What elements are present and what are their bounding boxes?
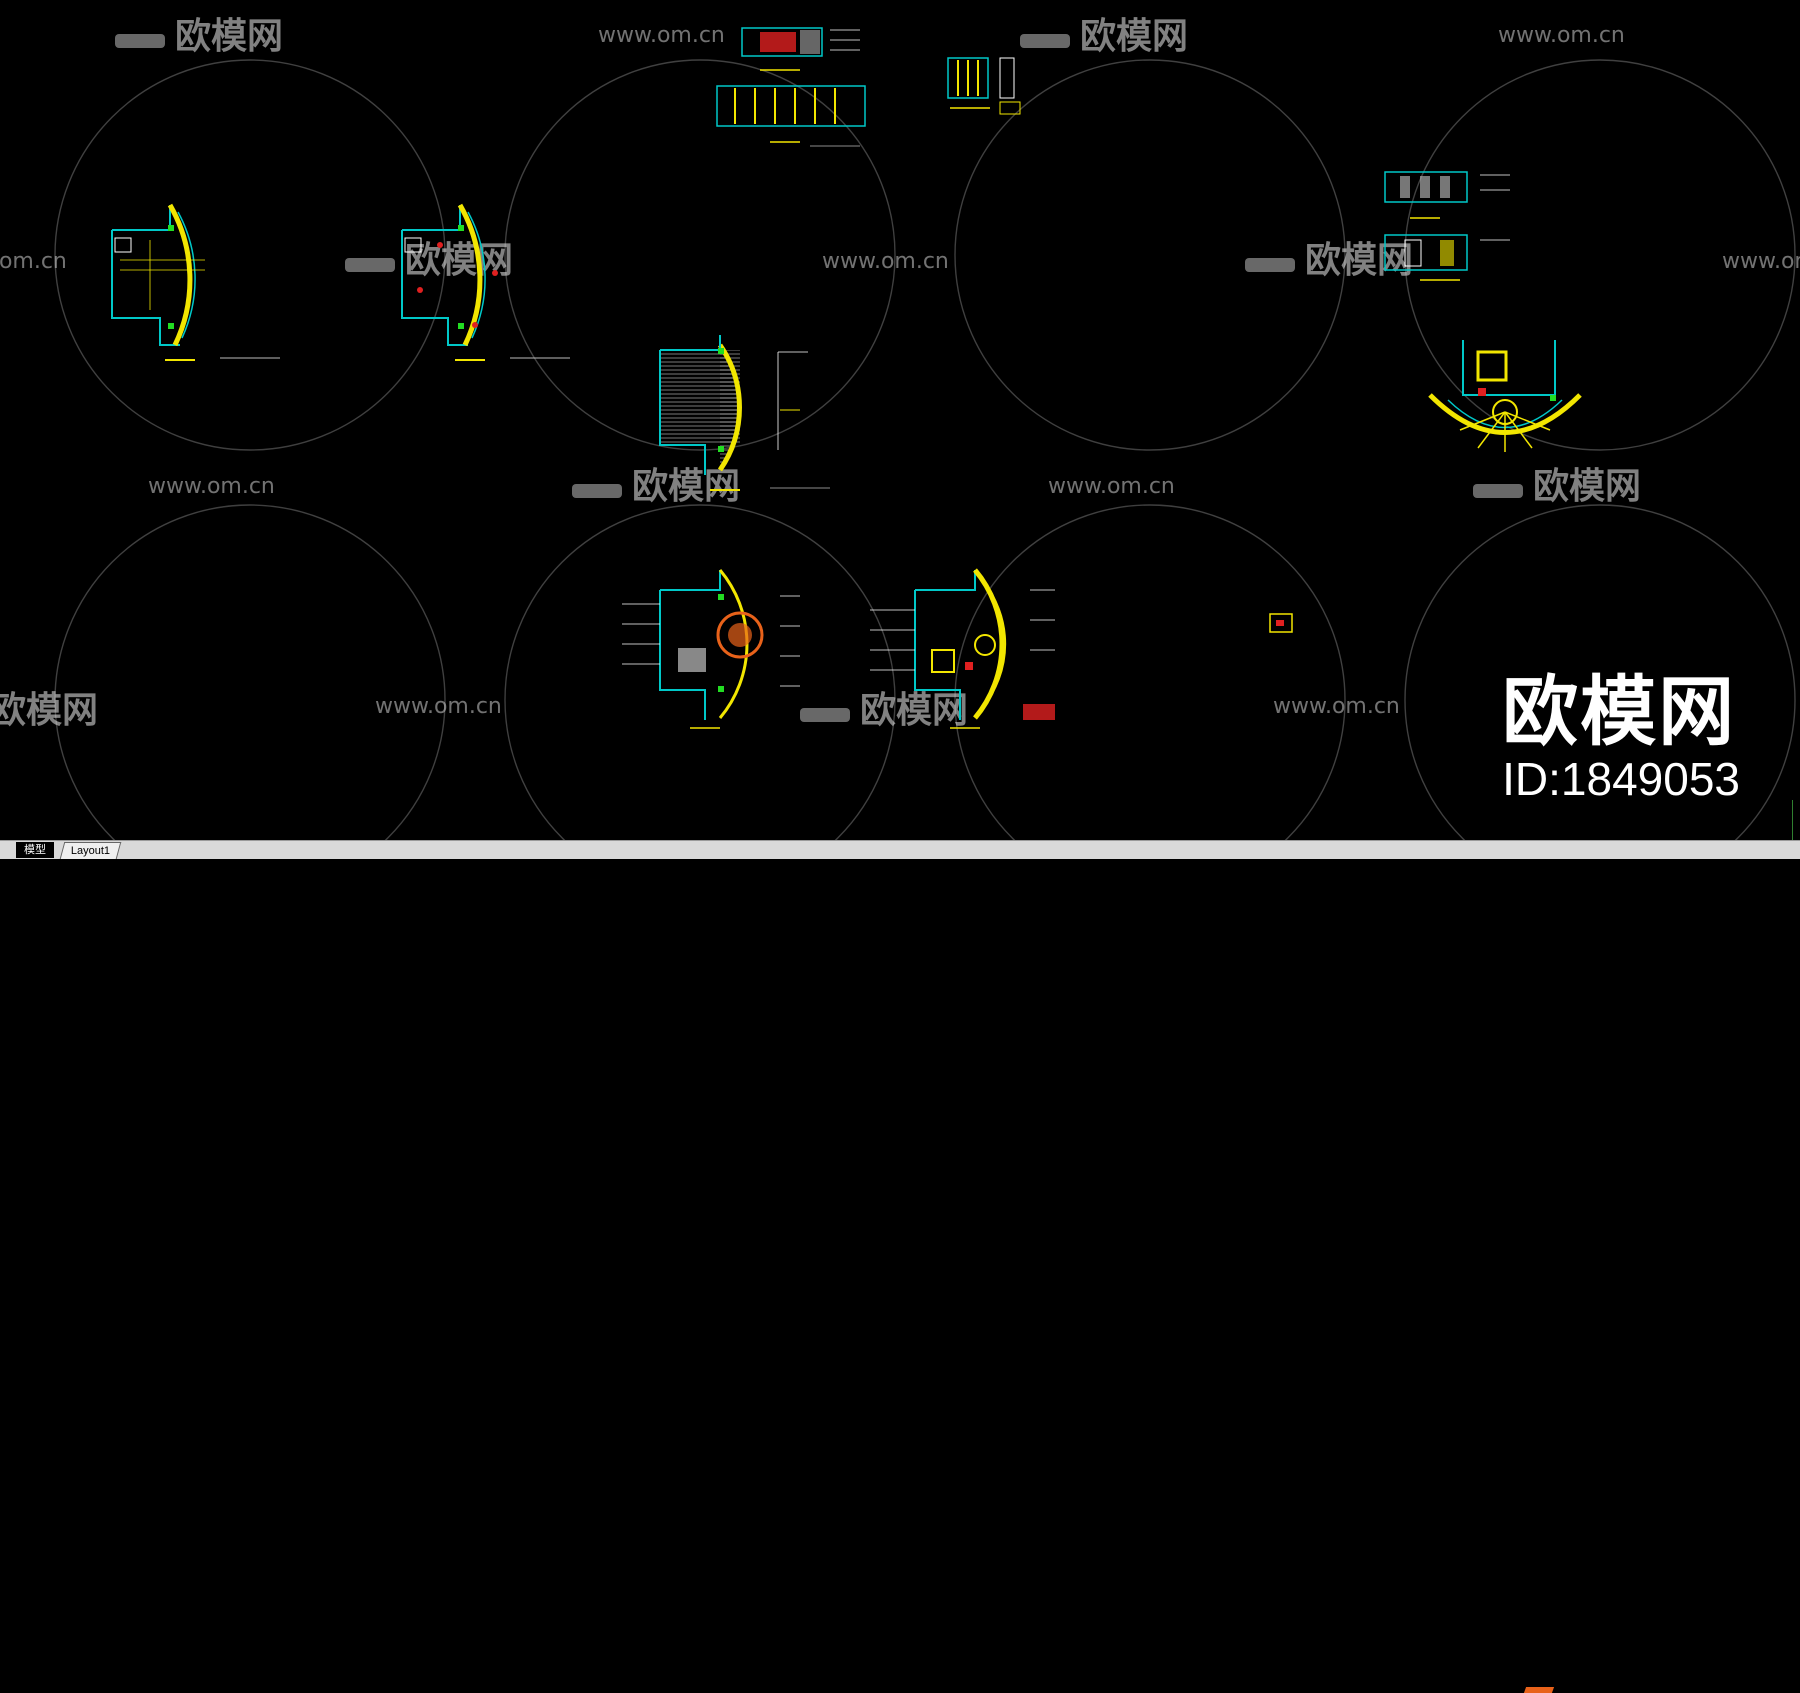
watermark-circles	[54, 59, 1796, 840]
svg-text:www.om.cn: www.om.cn	[1498, 23, 1625, 48]
tab-layout1[interactable]: Layout1	[59, 842, 122, 859]
cad-drawing[interactable]: 欧模网 欧模网 欧模网 欧模网 欧模网 欧模网 欧模网 欧模网 www.om.c…	[0, 0, 1800, 840]
ceiling-plan-bottom[interactable]	[870, 568, 1055, 729]
brand-name: 欧模网	[1502, 667, 1737, 756]
status-indicator	[1523, 1687, 1555, 1693]
svg-text:欧模网: 欧模网	[1305, 240, 1413, 281]
tab-model[interactable]: 模型	[16, 842, 54, 858]
svg-text:www.om.cn: www.om.cn	[375, 694, 502, 719]
ceiling-plan-right[interactable]	[1428, 340, 1582, 452]
elevation-top-1[interactable]	[716, 27, 866, 147]
svg-text:www.om.cn: www.om.cn	[1273, 694, 1400, 719]
model-id-label: ID:1849053	[1502, 753, 1740, 805]
watermark-logos: 欧模网 欧模网 欧模网 欧模网 欧模网 欧模网 欧模网 欧模网	[0, 16, 1641, 731]
watermark-urls: www.om.cn www.om.cn www.om.cn www.om.cn …	[0, 23, 1800, 719]
elevation-top-2[interactable]	[947, 57, 1021, 115]
floor-plan-1[interactable]	[111, 203, 280, 361]
model-space-canvas[interactable]: 欧模网 欧模网 欧模网 欧模网 欧模网 欧模网 欧模网 欧模网 www.om.c…	[0, 0, 1800, 840]
svg-text:欧模网: 欧模网	[1080, 16, 1188, 57]
floor-plan-2[interactable]	[401, 203, 570, 361]
svg-text:www.om.cn: www.om.cn	[148, 474, 275, 499]
vertical-scrollbar[interactable]	[1792, 800, 1799, 840]
svg-text:www.om.cn: www.om.cn	[1048, 474, 1175, 499]
svg-text:欧模网: 欧模网	[1533, 466, 1641, 507]
svg-text:www.om.cn: www.om.cn	[0, 249, 67, 274]
svg-text:www.om.cn: www.om.cn	[598, 23, 725, 48]
furniture-plan[interactable]	[622, 569, 800, 729]
svg-text:www.om.cn: www.om.cn	[1722, 249, 1800, 274]
svg-text:www.om.cn: www.om.cn	[822, 249, 949, 274]
elevation-right[interactable]	[1384, 171, 1510, 281]
svg-text:欧模网: 欧模网	[175, 16, 283, 57]
small-detail[interactable]	[1269, 613, 1293, 633]
svg-text:欧模网: 欧模网	[0, 690, 98, 731]
svg-text:欧模网: 欧模网	[632, 466, 740, 507]
tab-layout1-label: Layout1	[70, 845, 111, 857]
brand-watermark: 欧模网 ID:1849053	[1502, 672, 1740, 806]
layout-tab-bar: 模型 Layout1	[0, 840, 1800, 1693]
svg-text:欧模网: 欧模网	[860, 690, 968, 731]
floor-plan-hatched[interactable]	[659, 335, 830, 491]
